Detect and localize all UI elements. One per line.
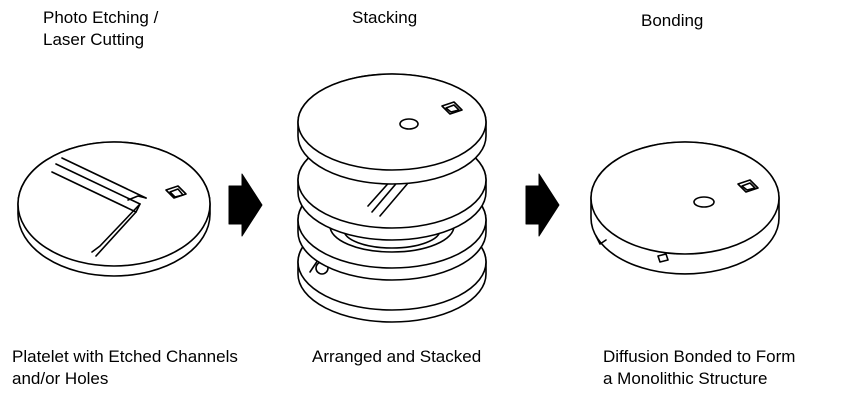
square-hole	[165, 185, 187, 199]
etched-platelet	[17, 141, 211, 277]
etched-channel	[51, 163, 141, 213]
platelet-stack	[297, 73, 487, 323]
step2-title-line1: Stacking	[352, 8, 418, 27]
bonded-structure	[590, 141, 780, 275]
step1-title-line1: Photo Etching /	[43, 8, 159, 27]
step3-caption-line2: a Monolithic Structure	[603, 369, 768, 388]
step3-caption: Diffusion Bonded to Form a Monolithic St…	[603, 346, 795, 390]
step2-caption: Arranged and Stacked	[312, 346, 481, 368]
step1-caption-line2: and/or Holes	[12, 369, 109, 388]
arrow-right-icon	[525, 173, 560, 237]
step2-title: Stacking	[352, 7, 417, 29]
step1-caption: Platelet with Etched Channels and/or Hol…	[12, 346, 238, 390]
arrow-right-icon	[228, 173, 263, 237]
step1-title-line2: Laser Cutting	[43, 30, 145, 49]
step3-caption-line1: Diffusion Bonded to Form	[603, 347, 796, 366]
step1-caption-line1: Platelet with Etched Channels	[12, 347, 238, 366]
step3-title: Bonding	[641, 10, 703, 32]
step3-title-line1: Bonding	[641, 11, 704, 30]
step2-caption-line1: Arranged and Stacked	[312, 347, 482, 366]
step1-title: Photo Etching / Laser Cutting	[43, 7, 158, 51]
